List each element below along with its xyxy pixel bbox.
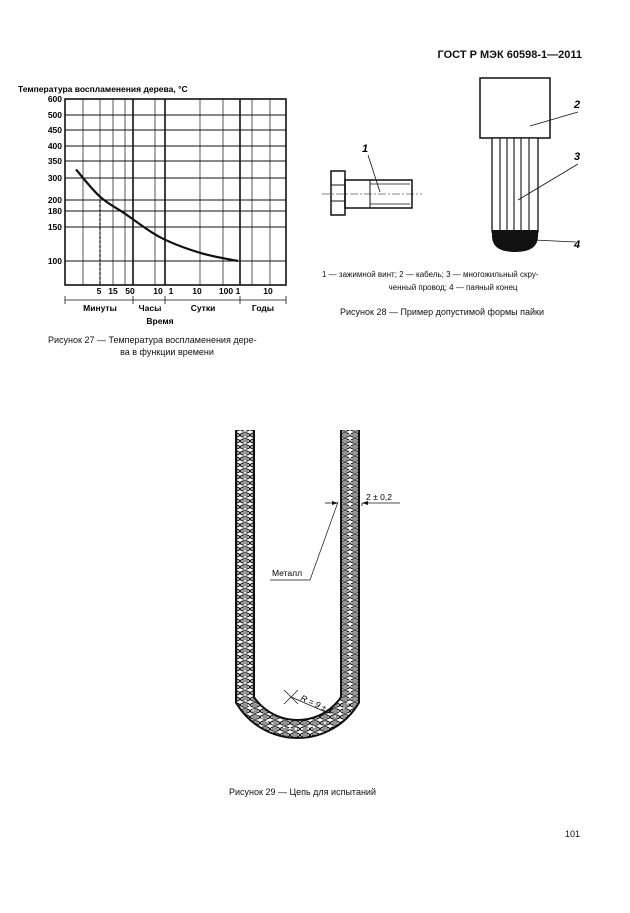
plot-frame [64, 98, 287, 286]
x-tick-label: 5 [97, 286, 102, 296]
x-tick-label: 10 [153, 286, 163, 296]
y-tick-label: 100 [48, 256, 62, 266]
y-tick-label: 300 [48, 173, 62, 183]
period-label: Годы [252, 303, 274, 313]
figure-28-drawing: 1 2 3 4 [322, 77, 580, 252]
period-labels: Минуты Часы Сутки Годы [83, 303, 274, 313]
period-label: Сутки [191, 303, 216, 313]
figure-27-caption-line2: ва в функции времени [120, 347, 214, 357]
test-chain [235, 430, 360, 740]
figure-27-chart: Температура воспламенения дерева, °С 600… [18, 84, 287, 326]
page-number: 101 [565, 829, 581, 839]
period-label: Минуты [83, 303, 117, 313]
figure-28-caption: Рисунок 28 — Пример допустимой формы пай… [340, 307, 544, 317]
radius-label: R = 9 ± 1 [299, 693, 335, 716]
y-tick-label: 200 [48, 195, 62, 205]
metal-label: Металл [272, 568, 302, 578]
x-tick-label: 1 [169, 286, 174, 296]
figure-27-caption: Рисунок 27 — Температура воспламенения д… [48, 334, 286, 358]
dimension-gap-label: 2 ± 0,2 [366, 492, 392, 502]
period-label: Часы [139, 303, 162, 313]
figure-28-legend: 1 — зажимной винт; 2 — кабель; 3 — много… [322, 268, 584, 294]
standard-header: ГОСТ Р МЭК 60598-1—2011 [437, 49, 582, 61]
chart-title: Температура воспламенения дерева, °С [18, 84, 188, 94]
y-tick-label: 600 [48, 94, 62, 104]
x-tick-label: 15 [108, 286, 118, 296]
y-tick-label: 350 [48, 156, 62, 166]
cable-body [479, 77, 551, 139]
y-tick-label: 180 [48, 206, 62, 216]
y-tick-label: 400 [48, 141, 62, 151]
soldered-end [492, 230, 538, 252]
figure-28-legend-line1: 1 — зажимной винт; 2 — кабель; 3 — много… [322, 270, 539, 279]
callout-3: 3 [574, 151, 580, 163]
callout-1: 1 [362, 143, 368, 155]
x-tick-label: 1 [236, 286, 241, 296]
figure-29-drawing: 2 ± 0,2 Металл R = 9 ± 1 [235, 430, 400, 740]
x-tick-label: 10 [192, 286, 202, 296]
x-tick-label: 10 [263, 286, 273, 296]
stranded-wire [491, 137, 539, 233]
temperature-curve [75, 168, 239, 263]
callout-4: 4 [573, 239, 580, 251]
figure-27-caption-line1: Рисунок 27 — Температура воспламенения д… [48, 335, 257, 345]
callout-2: 2 [573, 99, 580, 111]
figure-28-legend-line2: ченный провод; 4 — паяный конец [388, 283, 518, 292]
y-tick-label: 150 [48, 222, 62, 232]
y-tick-label: 500 [48, 110, 62, 120]
x-axis-title: Время [146, 316, 173, 326]
chart-grid [64, 98, 287, 304]
y-tick-label: 450 [48, 125, 62, 135]
x-tick-label: 100 [219, 286, 233, 296]
x-tick-label: 50 [125, 286, 135, 296]
figure-29-caption: Рисунок 29 — Цепь для испытаний [229, 787, 376, 797]
clamping-screw [322, 170, 422, 216]
